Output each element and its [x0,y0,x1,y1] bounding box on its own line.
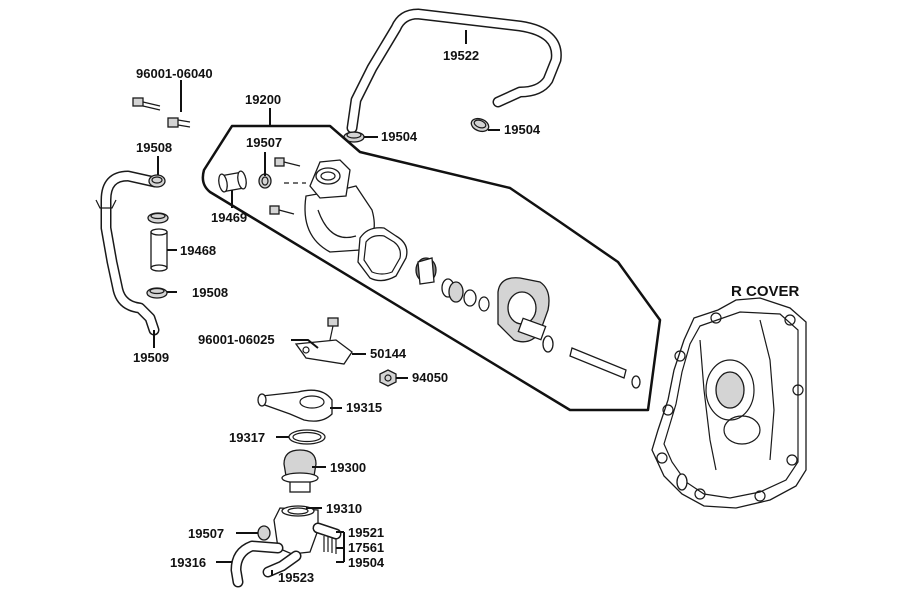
label-19521: 19521 [348,525,384,540]
spring-17561 [323,536,337,554]
label-19315: 19315 [346,400,382,415]
clamp-19508-bottom [146,287,168,299]
label-19317: 19317 [229,430,265,445]
clamp-19507-bottom [257,525,271,541]
label-96001-06025: 96001-06025 [198,332,275,347]
part-labels: 19522 96001-06040 19200 19504 19504 1950… [133,48,800,585]
label-19523: 19523 [278,570,314,585]
bracket-50144 [294,339,353,365]
r-cover-casing [651,297,807,509]
label-19509: 19509 [133,350,169,365]
label-19507-bottom: 19507 [188,526,224,541]
label-94050: 94050 [412,370,448,385]
label-19522: 19522 [443,48,479,63]
hose-19521 [312,522,342,540]
pump-impeller [415,257,437,285]
pump-screw-bottom [269,205,295,215]
label-19507-top: 19507 [246,135,282,150]
bolt-96001-06040-a [132,97,161,111]
clamp-19507-top [258,173,272,189]
label-19504-a: 19504 [381,129,418,144]
clamp-19508-top [148,174,166,188]
label-19504-c: 19504 [348,555,385,570]
pump-housing [497,277,554,353]
bolt-96001-06040-b [167,117,191,128]
label-19508-bottom: 19508 [192,285,228,300]
thermostat-cover-19315 [257,389,333,422]
pump-cover [304,159,375,253]
label-96001-06040: 96001-06040 [136,66,213,81]
clamp-19504-b [470,117,490,133]
oring-19317 [288,429,326,445]
label-19468: 19468 [180,243,216,258]
label-17561: 17561 [348,540,384,555]
leader-lines [153,30,500,576]
pump-screw-top [274,157,301,167]
pipe-19468 [150,228,168,272]
label-19316: 19316 [170,555,206,570]
thermostat-19300 [281,449,319,493]
assembly-outline-19200 [201,124,662,412]
label-19504-b: 19504 [504,122,541,137]
hose-19509 [95,170,161,336]
label-19469: 19469 [211,210,247,225]
pump-shaft [569,347,641,389]
pump-gasket [357,227,408,282]
label-19508-top: 19508 [136,140,172,155]
nut-94050 [379,369,397,387]
cap-19469 [218,170,247,193]
label-50144: 50144 [370,346,407,361]
bolt-96001-06025 [327,317,339,341]
clamp-19508-upper-mid [147,212,169,224]
hose-19316 [230,540,284,588]
label-19300: 19300 [330,460,366,475]
label-19310: 19310 [326,501,362,516]
hose-19522 [346,8,562,134]
section-label-r-cover: R COVER [731,283,800,300]
label-19200: 19200 [245,92,281,107]
pump-seal [441,278,490,312]
